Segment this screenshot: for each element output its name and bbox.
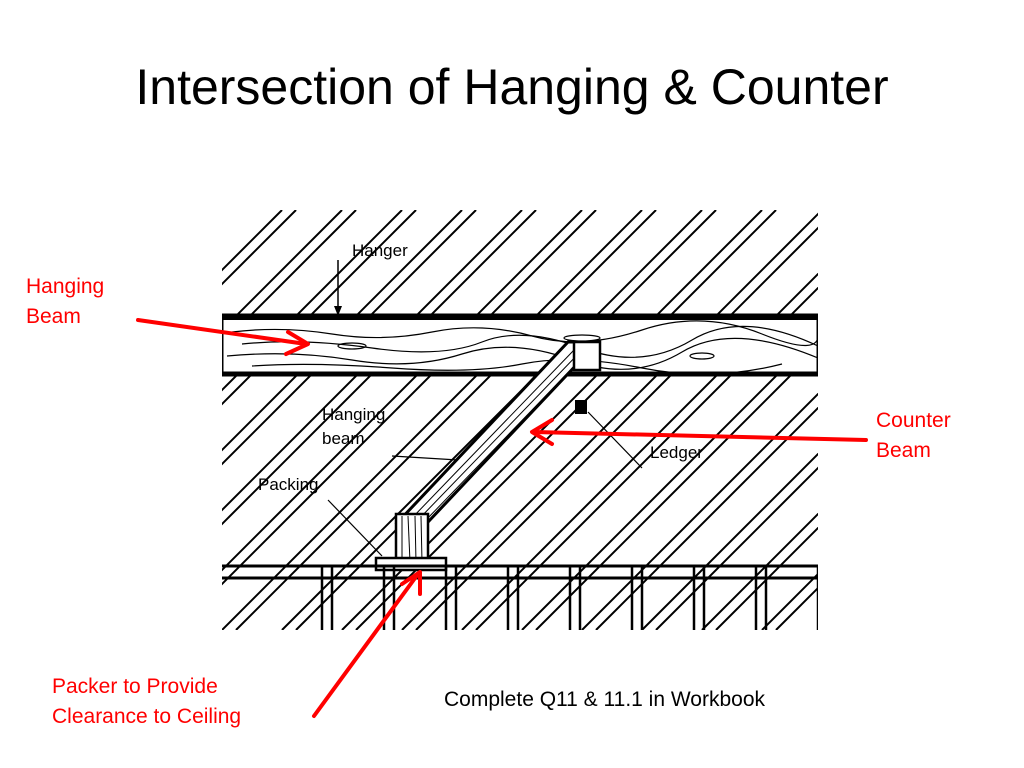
rafter-line <box>475 286 818 630</box>
slide-title: Intersection of Hanging & Counter <box>135 59 889 115</box>
callout-packer-line2: Clearance to Ceiling <box>52 705 242 728</box>
rafter-line <box>222 210 523 512</box>
arrow-counter-beam <box>530 418 868 446</box>
diagram-label-packing: Packing <box>258 475 318 494</box>
rafter-line <box>281 210 703 630</box>
rafter-line <box>521 332 818 630</box>
rafter-line <box>701 512 818 630</box>
arrow-packer <box>312 570 422 718</box>
callout-packer-line1: Packer to Provide <box>52 675 218 698</box>
rafter-line <box>222 210 357 346</box>
footer-note: Complete Q11 & 11.1 in Workbook <box>444 688 765 711</box>
counter-beam-grain <box>411 349 589 521</box>
rafter-line <box>222 210 463 452</box>
rafter-line <box>222 210 643 630</box>
arrow-hanging-beam <box>136 318 310 356</box>
callout-hanging-beam: Hanging Beam <box>26 272 104 332</box>
rafter-line <box>222 210 417 406</box>
rafter-line <box>222 210 583 572</box>
rafter-line <box>401 212 818 630</box>
rafter-line <box>222 210 343 332</box>
callout-hanging-beam-line2: Beam <box>26 305 81 328</box>
callout-hanging-beam-line1: Hanging <box>26 275 105 298</box>
callout-packer: Packer to Provide Clearance to Ceiling <box>52 672 241 732</box>
callout-counter-beam-line1: Counter <box>876 409 951 432</box>
rafter-line <box>222 210 597 586</box>
diagram-label-hanging-beam-2: beam <box>322 429 365 448</box>
rafter-line <box>595 406 818 630</box>
rafter-line <box>655 466 818 630</box>
rafter-line <box>222 210 477 466</box>
rafter-line <box>222 210 537 526</box>
rafter-line <box>235 210 657 630</box>
diagram-label-hanging-beam-1: Hanging <box>322 405 385 424</box>
rafter-line <box>222 210 403 392</box>
rafter-line <box>581 392 818 630</box>
rafter-line <box>461 272 818 630</box>
rafter-line <box>641 452 818 630</box>
rafter-line <box>715 526 818 630</box>
rafter-line <box>535 346 818 630</box>
rafter-line <box>222 210 297 286</box>
diagram-label-hanger: Hanger <box>352 241 408 260</box>
diagram-label-ledger: Ledger <box>650 443 703 462</box>
callout-counter-beam: Counter Beam <box>876 406 951 466</box>
callout-counter-beam-line2: Beam <box>876 439 931 462</box>
rafter-line <box>415 226 818 630</box>
